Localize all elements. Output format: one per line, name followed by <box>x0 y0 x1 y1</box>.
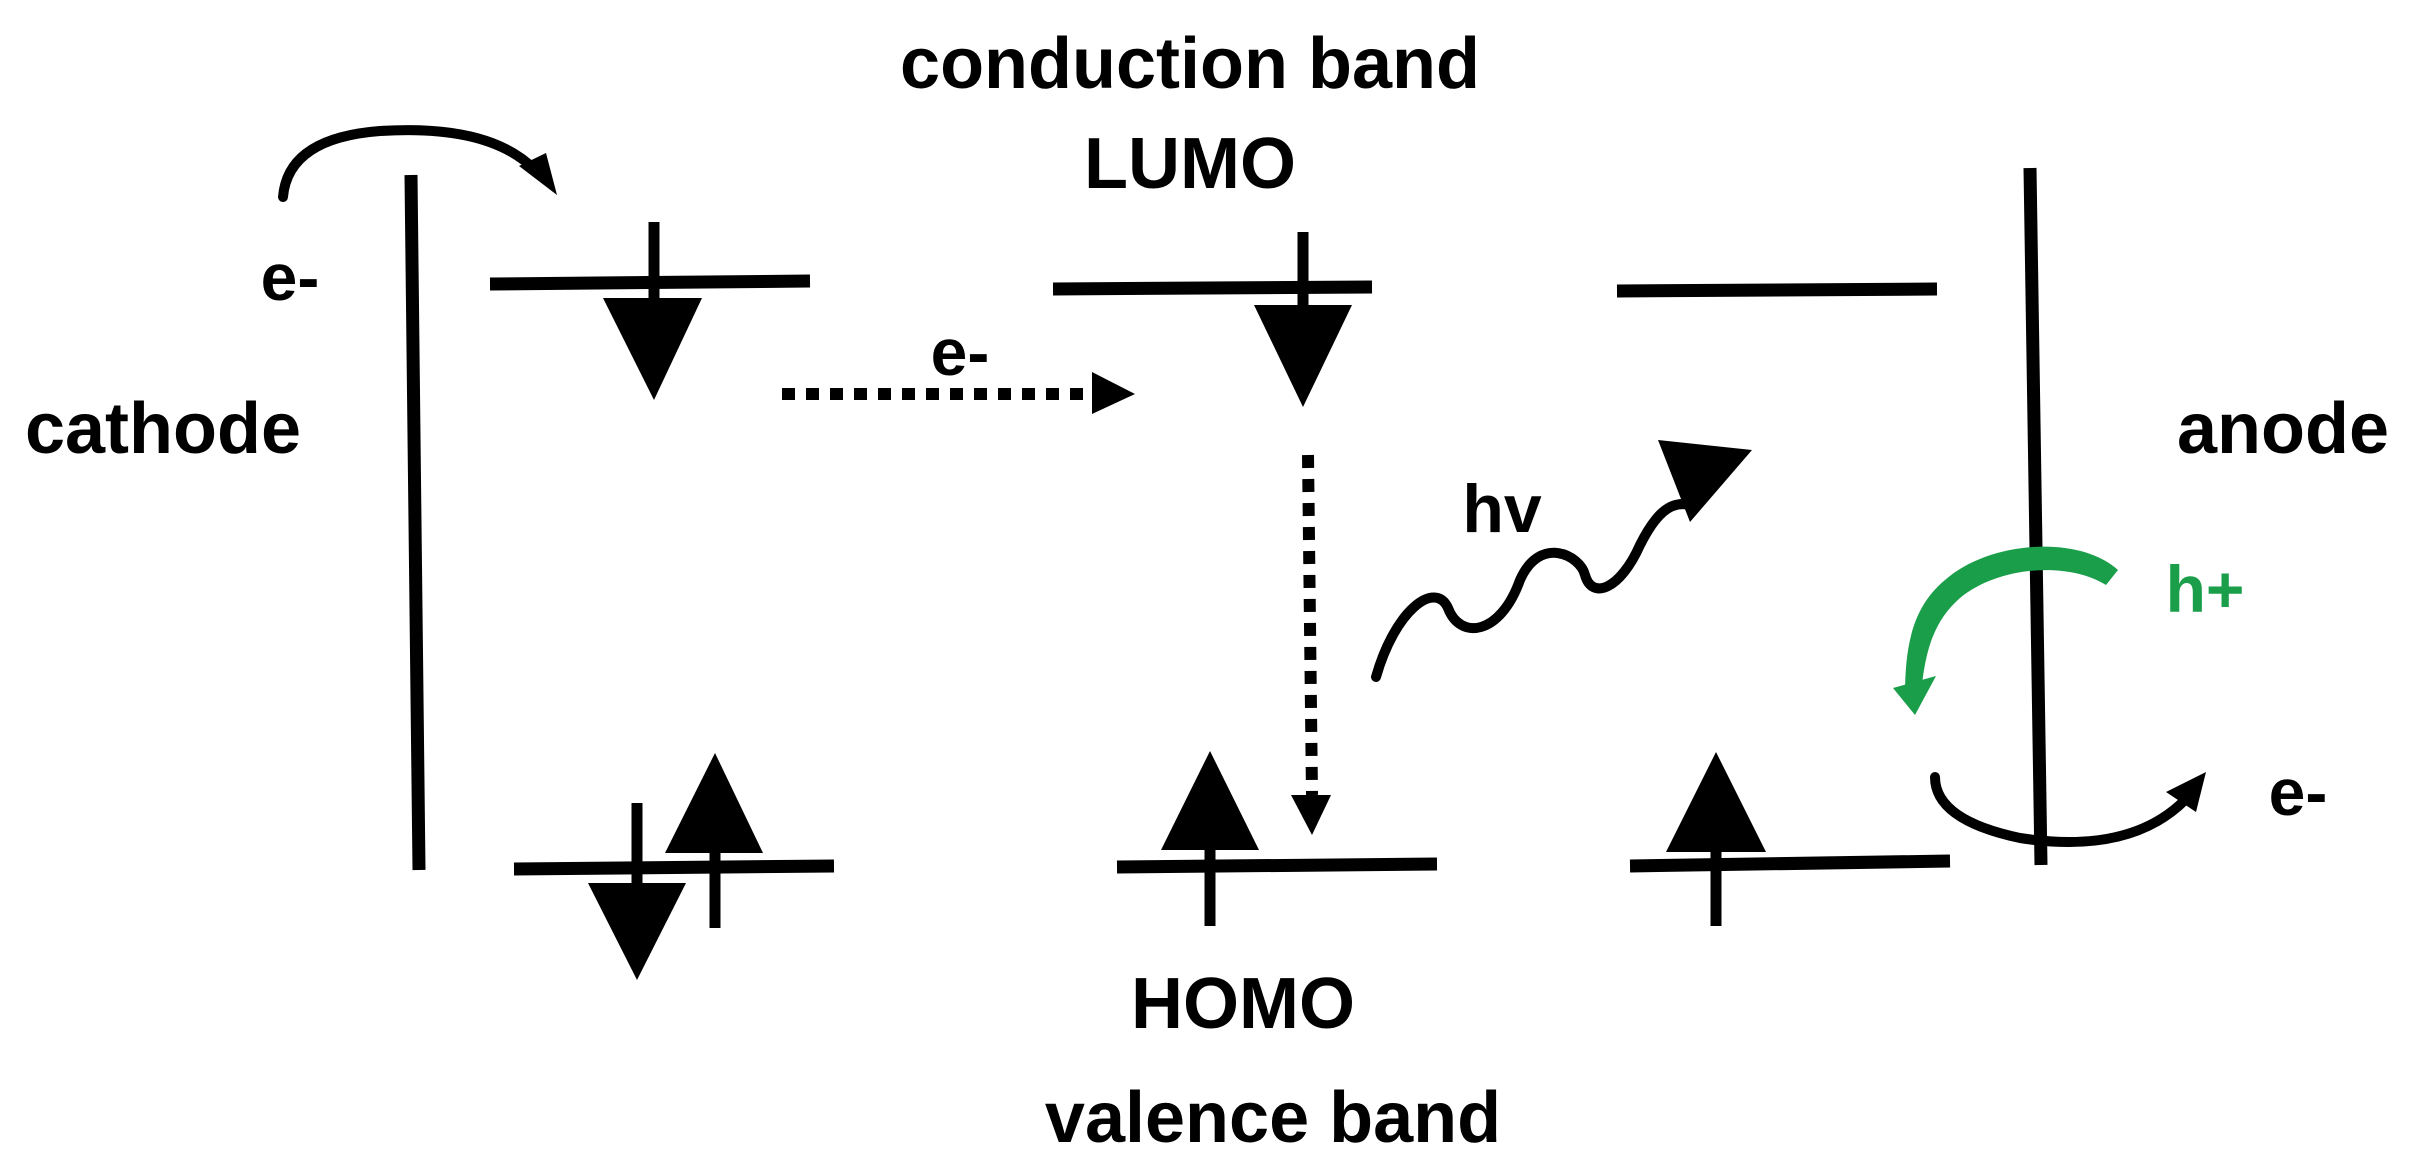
homo-level-middle <box>1116 857 1438 874</box>
lumo-label: LUMO <box>1084 124 1296 204</box>
electron-extraction-arrow <box>1930 772 2206 847</box>
valence-band-label: valence band <box>1045 1078 1501 1158</box>
spin-up-electron-left-homo <box>665 753 763 928</box>
spin-down-electron-middle-lumo <box>1254 232 1352 407</box>
cathode-electron-label: e- <box>261 240 320 314</box>
hole-injection-arrow <box>1893 546 2118 715</box>
anode-label: anode <box>2177 389 2389 469</box>
cathode-label: cathode <box>25 389 301 469</box>
homo-level-right <box>1629 854 1951 873</box>
hole-label: h+ <box>2166 552 2245 626</box>
conduction-band-label: conduction band <box>900 24 1480 104</box>
lumo-level-right <box>1616 282 1938 298</box>
spin-up-electron-middle-homo <box>1161 751 1259 926</box>
lumo-level-middle <box>1052 280 1373 296</box>
anode-electron-label: e- <box>2269 755 2328 829</box>
photon-emission-arrow <box>1371 440 1752 682</box>
spin-up-electron-right-homo <box>1666 752 1766 926</box>
spin-down-electron-left-lumo <box>603 222 702 400</box>
homo-label: HOMO <box>1131 964 1355 1044</box>
homo-level-left <box>513 859 835 876</box>
electron-transfer-arrow <box>782 372 1135 414</box>
spin-down-electron-left-homo <box>588 803 686 980</box>
anode-electrode-line <box>2023 167 2048 866</box>
photon-label: hv <box>1462 471 1542 547</box>
electron-injection-arrow <box>278 125 557 202</box>
electron-transfer-label: e- <box>931 315 990 389</box>
recombination-arrow <box>1291 454 1331 835</box>
cathode-electrode-line <box>404 174 426 871</box>
